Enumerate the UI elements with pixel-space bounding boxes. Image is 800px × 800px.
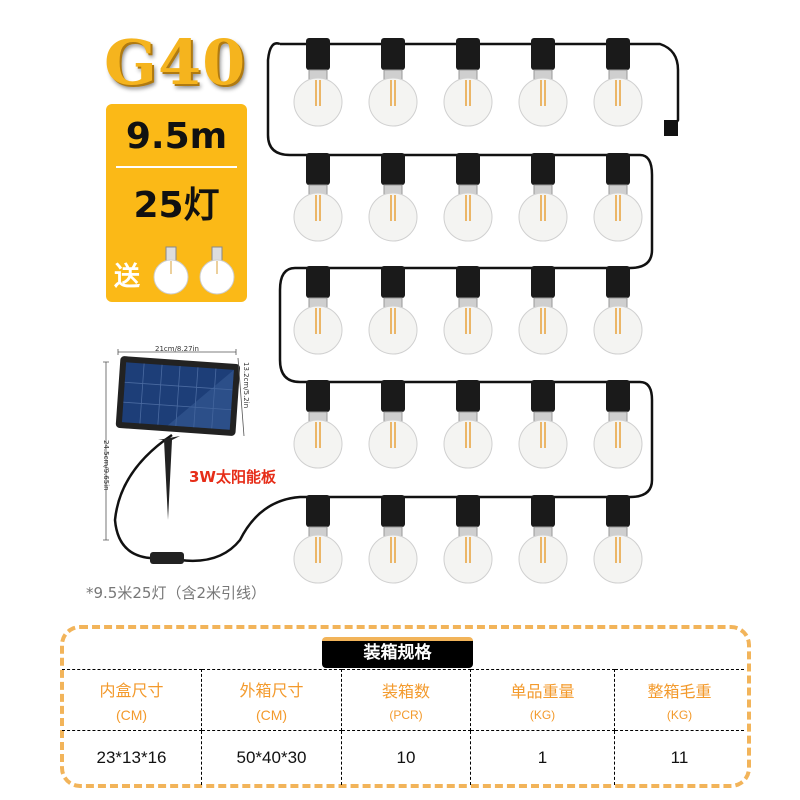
connector [664,120,678,136]
solar-cable [113,433,176,562]
bulb [443,266,493,355]
bulb [518,153,568,242]
table-header-row: 内盒尺寸(CM) 外箱尺寸(CM) 装箱数(PCR) 单品重量(KG) 整箱毛重… [62,669,744,731]
bulb [518,38,568,127]
bulb [443,495,493,584]
divider [116,166,237,168]
bulb [293,380,343,469]
bulb [593,153,643,242]
bulb [293,266,343,355]
length-label: 9.5m [125,116,228,157]
value-cell: 11 [614,730,744,785]
packing-title: 装箱规格 [322,637,473,668]
solar-total-dim: 24.5cm/9.65in [102,440,110,491]
wire [179,42,680,562]
bulb [593,495,643,584]
bulb [368,38,418,127]
gift-label: 送 [114,262,141,292]
bulb [293,153,343,242]
bulb [443,38,493,127]
gift-bulbs-icon [153,246,235,295]
solar-height-dim: 13.2cm/5.2in [242,362,250,409]
solar-panel [115,356,241,436]
cable-connector [150,552,184,564]
header-cell: 装箱数(PCR) [341,669,471,731]
bulb [293,495,343,584]
value-cell: 50*40*30 [201,730,342,785]
bulb [443,153,493,242]
count-label: 25灯 [133,185,220,226]
value-cell: 10 [341,730,471,785]
value-cell: 1 [470,730,615,785]
bulb [518,380,568,469]
table-row: 23*13*16 50*40*30 10 1 11 [62,730,744,785]
value-cell: 23*13*16 [62,730,202,785]
solar-panel-label: 3W太阳能板 [189,468,276,486]
ground-stake [158,436,180,520]
string-lights-illustration [103,38,680,584]
bulb [368,266,418,355]
bulb [593,380,643,469]
header-cell: 外箱尺寸(CM) [201,669,342,731]
bulb [368,153,418,242]
bulb [593,266,643,355]
caption: *9.5米25灯（含2米引线） [86,584,266,602]
bulb [368,380,418,469]
bulb [518,495,568,584]
packing-table: 内盒尺寸(CM) 外箱尺寸(CM) 装箱数(PCR) 单品重量(KG) 整箱毛重… [62,669,744,785]
header-cell: 整箱毛重(KG) [614,669,744,731]
model-title: G40 [104,26,247,99]
bulb [593,38,643,127]
solar-width-dim: 21cm/8.27in [155,345,199,353]
header-cell: 内盒尺寸(CM) [62,669,202,731]
header-cell: 单品重量(KG) [470,669,615,731]
bulb [443,380,493,469]
bulb [518,266,568,355]
bulb [293,38,343,127]
spec-badge: 9.5m 25灯 送 [106,104,247,302]
bulb [368,495,418,584]
